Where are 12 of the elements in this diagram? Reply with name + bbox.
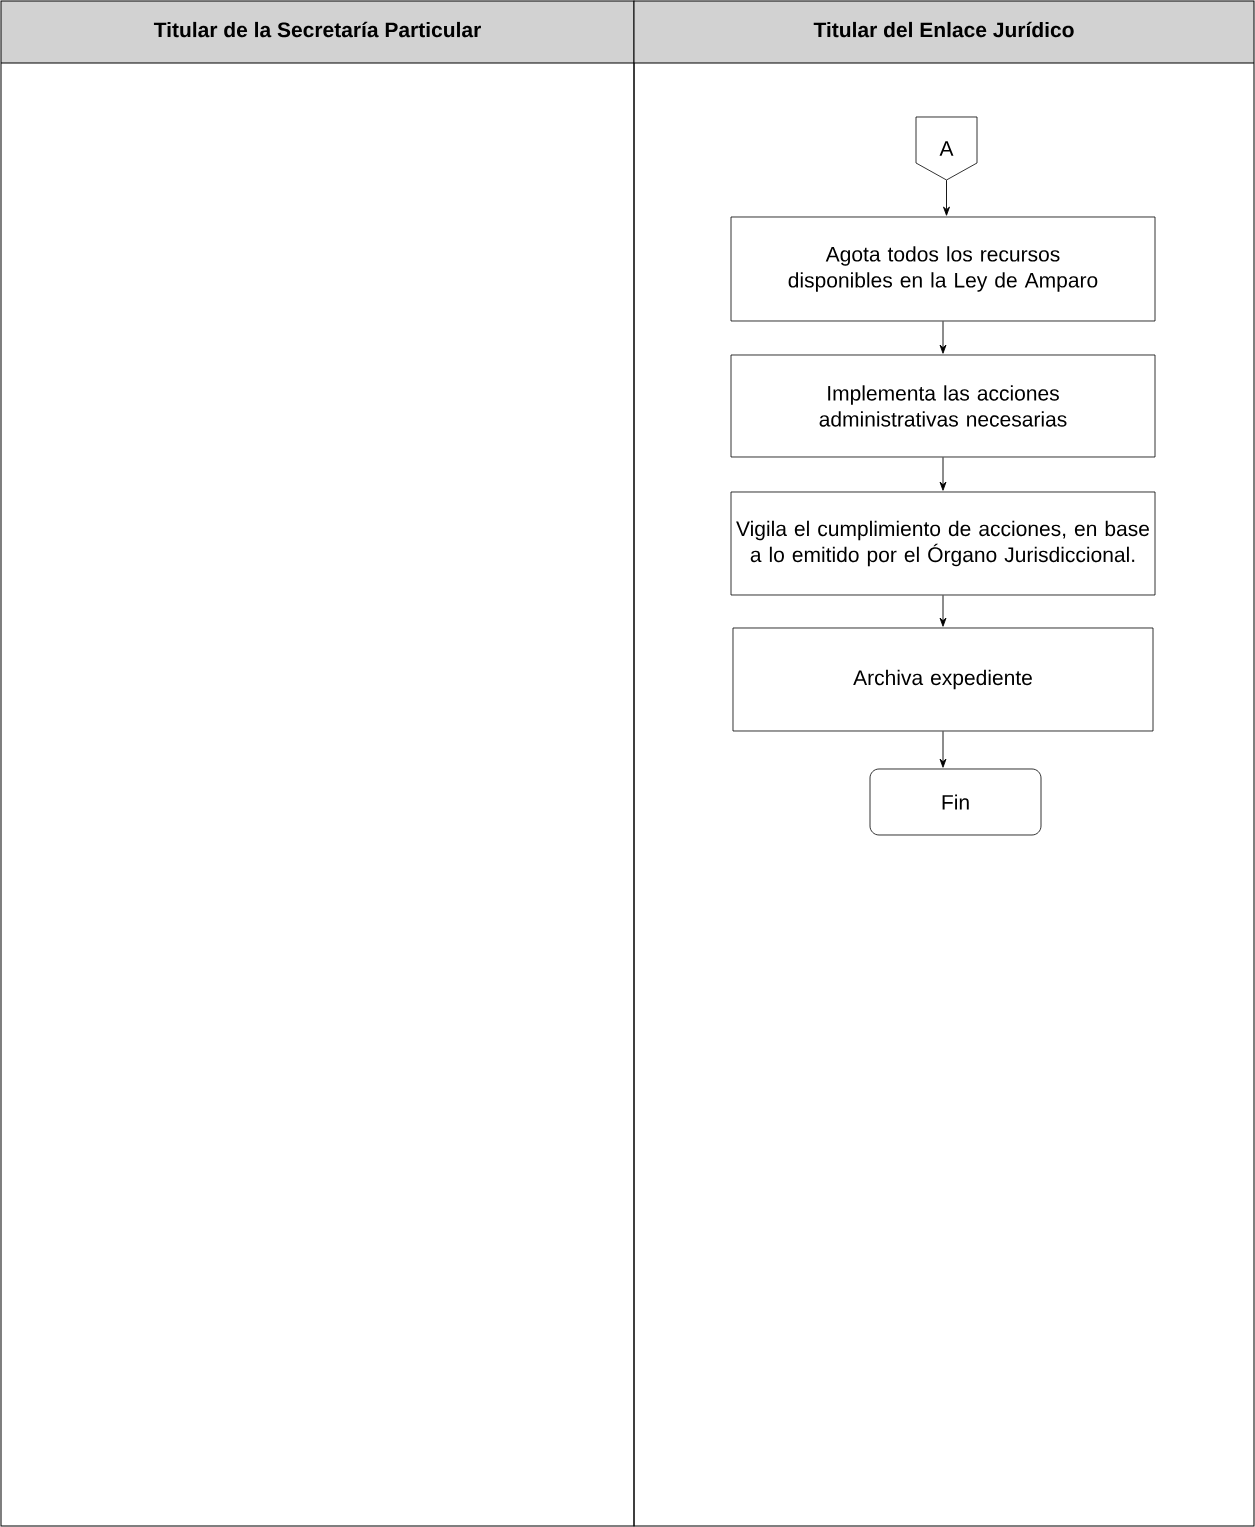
arrow bbox=[939, 730, 947, 768]
process-box: Vigila el cumplimiento de acciones, en base a lo emitido por el Órgano Jurisdiccional. bbox=[730, 491, 1156, 596]
arrow bbox=[939, 320, 947, 354]
off-page-connector: A bbox=[915, 116, 978, 181]
end-terminal: Fin bbox=[869, 768, 1042, 836]
arrow bbox=[943, 179, 950, 216]
arrow bbox=[939, 594, 947, 627]
swimlane: Titular de la Secretaría Particular bbox=[0, 0, 635, 1527]
process-box: Implementa las acciones administrativas necesarias bbox=[730, 354, 1156, 458]
process-box: Agota todos los recursos disponibles en la Ley de Amparo bbox=[730, 216, 1156, 322]
arrow bbox=[939, 456, 947, 491]
process-box: Archiva expediente bbox=[732, 627, 1154, 732]
